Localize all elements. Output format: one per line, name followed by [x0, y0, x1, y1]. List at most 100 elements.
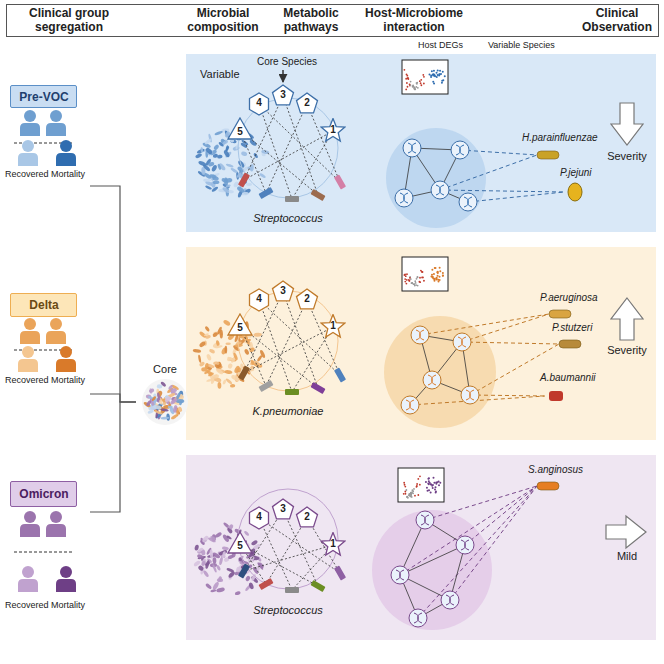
core-microbe-cluster [142, 379, 188, 425]
species-name: P.aeruginosa [540, 292, 598, 304]
variant-name: Pre-VOC [13, 91, 75, 105]
pathway-number: 2 [294, 511, 320, 523]
bacterium-icon [559, 340, 581, 348]
taxon-name: Streptococcus [233, 604, 343, 617]
core-species-label: Core Species [247, 56, 327, 68]
patient-icon [46, 110, 66, 136]
group-divider [14, 552, 74, 553]
recovered-icon [18, 140, 38, 166]
variant-title-box: Pre-VOC [10, 85, 77, 108]
species-name: P.stutzeri [552, 322, 592, 334]
header-box: Clinical group segregation Microbial comp… [6, 4, 659, 37]
pathway-shape: 1 [320, 532, 348, 558]
panel-background [186, 247, 656, 440]
patient-icon [20, 318, 40, 344]
severity-arrow [611, 298, 643, 340]
patient-group: RecoveredMortality Delta [4, 292, 90, 398]
pathway-number: 3 [270, 89, 296, 101]
deg-inset [398, 468, 444, 502]
pathway-number: 1 [320, 538, 346, 550]
pathway-number: 2 [294, 97, 320, 109]
column-heading: Clinical Observation [577, 7, 657, 35]
bacterium-icon [537, 151, 559, 159]
outcome-label: Recovered [5, 169, 49, 179]
severity-arrow [611, 103, 643, 145]
pathway-number: 1 [320, 124, 346, 136]
species-name: S.anginosus [528, 464, 583, 476]
mortality-icon [56, 566, 76, 592]
mortality-icon [56, 346, 76, 372]
pointer-arrow [282, 70, 284, 82]
severity-label: Mild [597, 550, 657, 563]
pathway-shape: 2 [294, 505, 322, 531]
deg-inset [402, 257, 448, 291]
pathway-network [238, 489, 346, 593]
patient-group: RecoveredMortalityPre-VOC [4, 84, 90, 190]
pathway-number: 2 [294, 293, 320, 305]
pathway-number: 5 [227, 540, 253, 552]
variant-panel: Streptococcus S.anginosusMild 432 5 1 [186, 455, 659, 640]
pathway-shape: 3 [270, 279, 298, 305]
bacterium-icon [568, 183, 582, 201]
variable-label: Variable [200, 68, 240, 81]
variant-panel: K.pneumoniae P.aeruginosaP.stutzeriA.baum… [186, 247, 659, 440]
subcolumn-heading: Host DEGs [418, 40, 463, 50]
pathway-shape: 2 [294, 287, 322, 313]
outcome-label: Recovered [5, 375, 49, 385]
bracket-connector [90, 402, 136, 512]
pathway-shape: 1 [320, 118, 348, 144]
bracket-connector [90, 186, 136, 402]
deg-inset [402, 60, 448, 94]
panel-background [186, 455, 656, 640]
pathway-number: 4 [246, 511, 272, 523]
column-heading: Clinical group segregation [14, 7, 124, 35]
species-name: H.parainfluenzae [522, 132, 598, 144]
host-microbiome-network [384, 310, 581, 428]
column-heading: Host-Microbiome interaction [352, 7, 476, 35]
patient-group: RecoveredMortality Omicron [4, 480, 90, 620]
pathway-number: 5 [227, 322, 253, 334]
pathway-shape: 1 [320, 314, 348, 340]
pathway-shape: 5 [227, 117, 255, 143]
core-microbiome: Core [136, 362, 194, 428]
variable-microbe-cluster [188, 520, 268, 600]
severity-label: Severity [597, 150, 657, 163]
pathway-number: 4 [246, 97, 272, 109]
variant-panel: VariableCore SpeciesStreptococcusH.parai… [186, 54, 659, 232]
bracket-connector [90, 394, 136, 402]
patient-icon [46, 511, 66, 537]
column-heading: Metabolic pathways [268, 7, 354, 35]
recovered-icon [18, 346, 38, 372]
variant-title-box: Delta [10, 293, 77, 317]
pathway-number: 3 [270, 503, 296, 515]
severity-label: Severity [597, 344, 657, 357]
pathway-shape: 3 [270, 83, 298, 109]
recovered-icon [18, 566, 38, 592]
patient-icon [20, 110, 40, 136]
variant-title-box: Omicron [10, 481, 77, 507]
outcome-label: Mortality [51, 600, 85, 610]
bacterium-icon [537, 482, 559, 490]
variable-microbe-cluster [190, 312, 270, 392]
patient-icon [20, 511, 40, 537]
column-heading: Microbial composition [181, 7, 265, 35]
pathway-number: 5 [227, 126, 253, 138]
core-label: Core [140, 363, 190, 376]
outcome-label: Mortality [51, 375, 85, 385]
pathway-shape: 5 [227, 531, 255, 557]
taxon-name: K.pneumoniae [233, 405, 343, 418]
bacterium-icon [549, 310, 571, 318]
pathway-shape: 3 [270, 497, 298, 523]
bacterium-icon [549, 391, 563, 401]
pathway-shape: 4 [246, 287, 274, 313]
pathway-number: 3 [270, 285, 296, 297]
severity-arrow [606, 516, 646, 548]
mortality-icon [56, 140, 76, 166]
pathway-shape: 4 [246, 91, 274, 117]
outcome-label: Recovered [5, 600, 49, 610]
pathway-shape: 4 [246, 505, 274, 531]
species-name: A.baumannii [540, 372, 596, 384]
pathway-shape: 5 [227, 313, 255, 339]
pathway-number: 1 [320, 320, 346, 332]
